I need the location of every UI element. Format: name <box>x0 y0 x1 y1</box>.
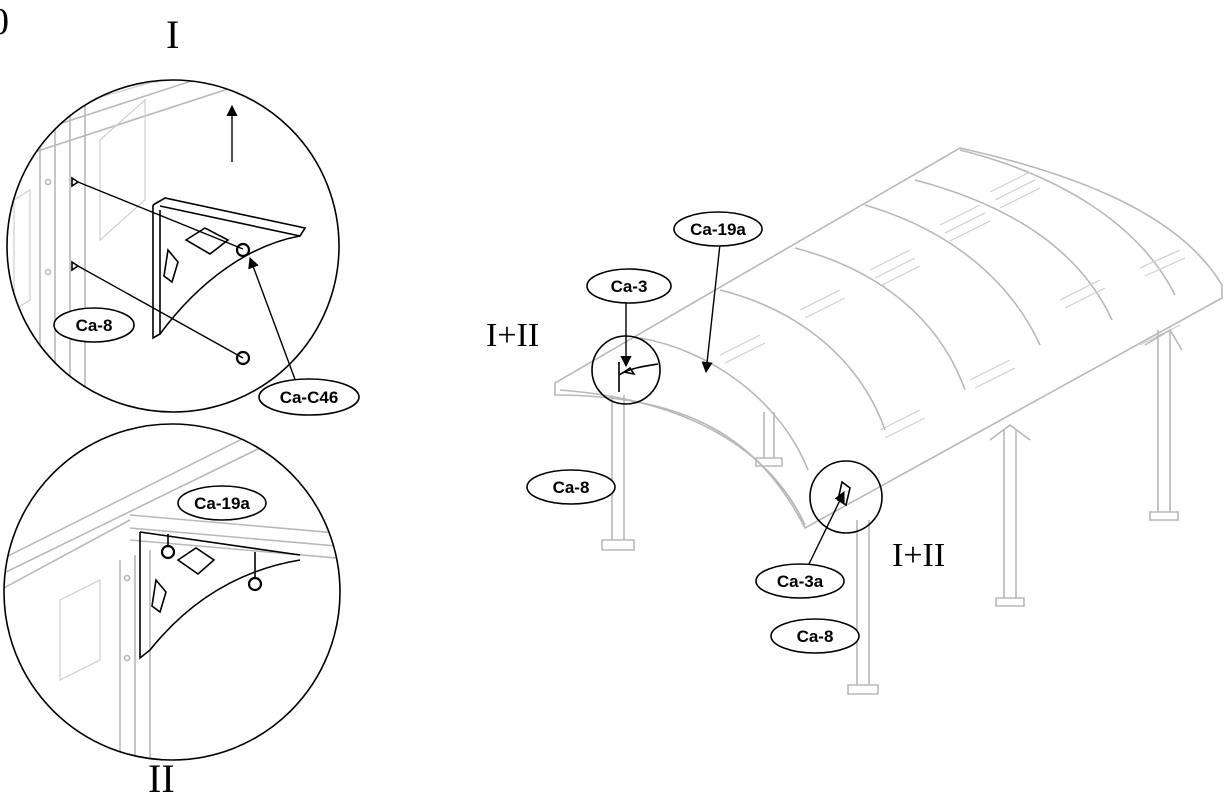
detail-top-border <box>6 79 340 413</box>
detail-top-ghost-structure <box>9 80 281 400</box>
detail-bottom-ghost-structure <box>4 429 340 760</box>
callout-label-right: I+II <box>892 537 945 574</box>
svg-text:Ca-8: Ca-8 <box>76 316 113 335</box>
nut-icon <box>160 534 263 592</box>
tag-ca-c46: Ca-C46 <box>258 378 360 416</box>
tag-ca-19a-main: Ca-19a <box>673 211 763 247</box>
posts <box>601 328 1183 695</box>
svg-text:Ca-3a: Ca-3a <box>777 572 824 591</box>
roof-arcs <box>559 149 1176 526</box>
detail-top-roman: I <box>166 12 179 57</box>
tag-ca-8-right: Ca-8 <box>770 618 860 654</box>
svg-text:Ca-3: Ca-3 <box>611 277 648 296</box>
bracket-part <box>152 197 307 340</box>
svg-text:Ca-C46: Ca-C46 <box>280 388 339 407</box>
svg-text:Ca-8: Ca-8 <box>797 627 834 646</box>
roof-hatch <box>719 171 1186 439</box>
detail-bottom-roman: II <box>148 756 175 798</box>
detail-bottom-border <box>3 423 341 761</box>
svg-text:Ca-19a: Ca-19a <box>690 220 746 239</box>
bolt-icon <box>71 176 80 272</box>
callout-circle-right <box>809 460 883 534</box>
callout-label-left: I+II <box>486 317 539 354</box>
svg-text:Ca-8: Ca-8 <box>553 478 590 497</box>
tag-ca-3a: Ca-3a <box>755 563 845 599</box>
nut-icon <box>235 242 251 366</box>
bracket-installed <box>139 531 301 660</box>
roof-outline <box>554 147 1223 530</box>
tag-ca-8-top: Ca-8 <box>53 307 135 343</box>
step-number: 0 <box>0 1 9 43</box>
carport-main-view: I+II I+II Ca-3 Ca-19a Ca-8 Ca-3a Ca-8 <box>486 147 1223 695</box>
tag-ca-3: Ca-3 <box>586 268 672 304</box>
detail-circle-bottom: Ca-19a II <box>3 423 341 798</box>
detail-circle-top: I <box>6 12 360 416</box>
tag-ca-19a-detail: Ca-19a <box>177 485 267 521</box>
tag-ca-8-left: Ca-8 <box>526 469 616 505</box>
svg-text:Ca-19a: Ca-19a <box>194 494 250 513</box>
